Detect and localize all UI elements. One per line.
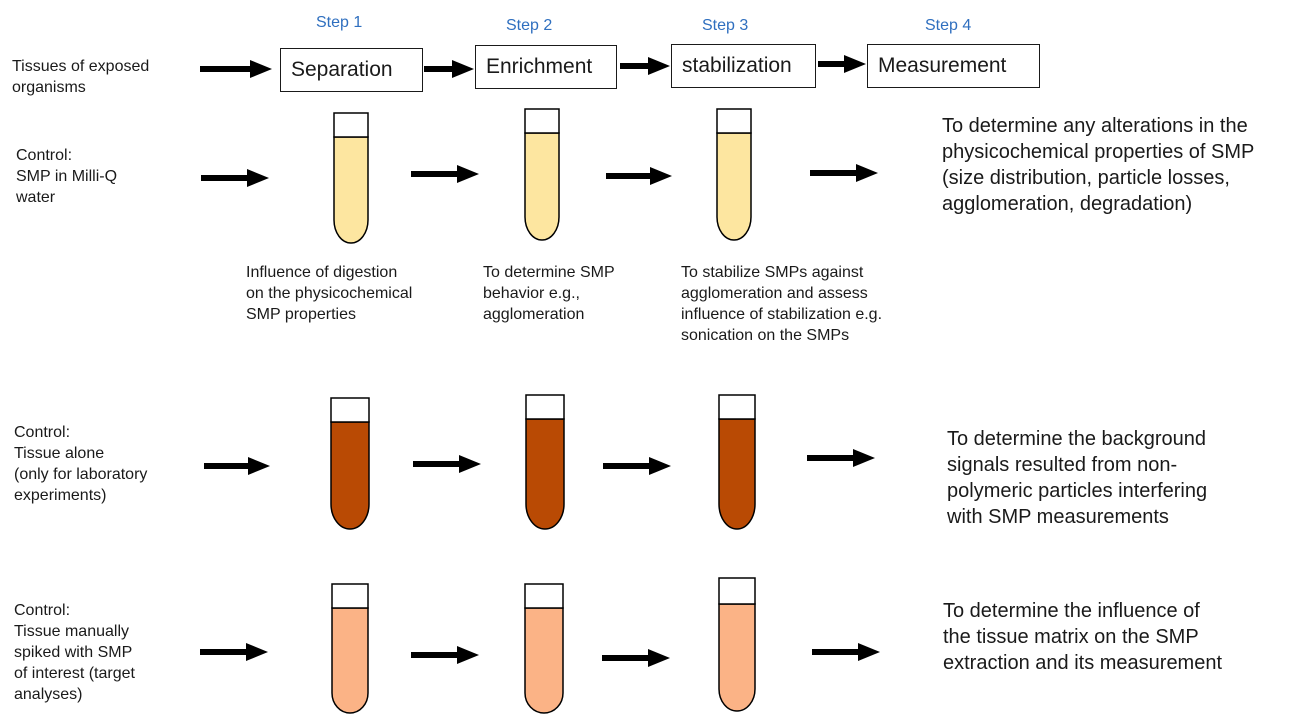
tube-fill bbox=[718, 603, 756, 712]
arrow-icon bbox=[818, 55, 866, 73]
step-4-label: Step 4 bbox=[925, 17, 972, 34]
arrow-icon bbox=[200, 643, 268, 661]
arrow-icon bbox=[810, 164, 878, 182]
step-1-label: Step 1 bbox=[316, 14, 363, 31]
step-3-label: Step 3 bbox=[702, 17, 749, 34]
arrow-icon bbox=[204, 457, 270, 475]
tube-fill bbox=[524, 132, 560, 241]
separation-box: Separation bbox=[280, 48, 423, 92]
arrow-icon bbox=[620, 57, 670, 75]
tube-fill bbox=[524, 607, 564, 714]
measurement-box: Measurement bbox=[867, 44, 1040, 88]
tube-fill bbox=[525, 418, 565, 530]
sample-tube bbox=[524, 583, 564, 714]
arrow-icon bbox=[411, 165, 479, 183]
arrow-icon bbox=[424, 60, 474, 78]
sample-tube bbox=[718, 394, 756, 530]
arrow-icon bbox=[200, 60, 272, 78]
tube-fill bbox=[718, 418, 756, 530]
step-3-description: To stabilize SMPs against agglomeration … bbox=[681, 264, 883, 344]
sample-tube bbox=[333, 112, 369, 244]
step-1-description: Influence of digestion on the physicoche… bbox=[246, 264, 413, 323]
arrow-icon bbox=[602, 649, 670, 667]
sample-tube bbox=[330, 397, 370, 530]
arrow-icon bbox=[606, 167, 672, 185]
arrow-icon bbox=[201, 169, 269, 187]
row-3-outcome: To determine the influence of the tissue… bbox=[943, 600, 1223, 674]
arrow-icon bbox=[413, 455, 481, 473]
arrow-icon bbox=[812, 643, 880, 661]
tube-fill bbox=[331, 607, 369, 714]
sample-tube bbox=[716, 108, 752, 241]
sample-tube bbox=[718, 577, 756, 712]
sample-tube bbox=[524, 108, 560, 241]
row-1-outcome: To determine any alterations in the phys… bbox=[942, 115, 1255, 215]
tube-fill bbox=[333, 136, 369, 244]
stabilization-box: stabilization bbox=[671, 44, 816, 88]
step-2-description: To determine SMP behavior e.g., agglomer… bbox=[483, 264, 615, 323]
enrichment-box: Enrichment bbox=[475, 45, 617, 89]
tube-fill bbox=[330, 421, 370, 530]
arrow-icon bbox=[411, 646, 479, 664]
arrow-icon bbox=[603, 457, 671, 475]
row-1-label: Control: SMP in Milli-Q water bbox=[16, 147, 118, 206]
sample-tube bbox=[331, 583, 369, 714]
row-2-outcome: To determine the background signals resu… bbox=[947, 428, 1208, 528]
step-2-label: Step 2 bbox=[506, 17, 553, 34]
arrow-icon bbox=[807, 449, 875, 467]
row-3-label: Control: Tissue manually spiked with SMP… bbox=[14, 602, 135, 703]
sample-tube bbox=[525, 394, 565, 530]
row-2-label: Control: Tissue alone (only for laborato… bbox=[14, 424, 148, 504]
tube-fill bbox=[716, 132, 752, 241]
tissues-label: Tissues of exposed organisms bbox=[12, 58, 150, 96]
